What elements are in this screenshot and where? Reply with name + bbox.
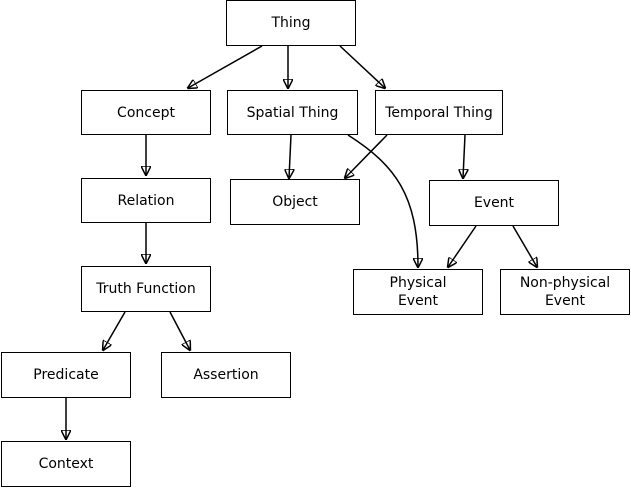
node-object: Object xyxy=(230,179,360,225)
edge-temporal-thing-object xyxy=(345,134,388,178)
node-temporal-thing: Temporal Thing xyxy=(375,90,503,135)
node-physical-event: Physical Event xyxy=(353,269,483,315)
node-thing: Thing xyxy=(226,0,356,46)
node-predicate: Predicate xyxy=(1,352,131,398)
node-context: Context xyxy=(1,441,131,487)
node-spatial-thing: Spatial Thing xyxy=(227,90,358,135)
edge-event-non-physical-event xyxy=(512,225,537,267)
edge-thing-temporal-thing xyxy=(339,45,385,88)
edge-spatial-thing-object xyxy=(289,134,291,178)
node-truth-function: Truth Function xyxy=(81,266,211,312)
edge-temporal-thing-event xyxy=(463,134,465,178)
node-assertion: Assertion xyxy=(161,352,291,398)
edge-event-physical-event xyxy=(448,225,477,267)
node-relation: Relation xyxy=(81,178,211,223)
node-non-physical-event: Non-physical Event xyxy=(500,269,630,315)
node-event: Event xyxy=(429,180,559,226)
node-concept: Concept xyxy=(81,90,211,135)
edge-truth-function-predicate xyxy=(103,311,126,350)
edge-truth-function-assertion xyxy=(169,311,190,350)
edge-thing-concept xyxy=(188,45,263,88)
